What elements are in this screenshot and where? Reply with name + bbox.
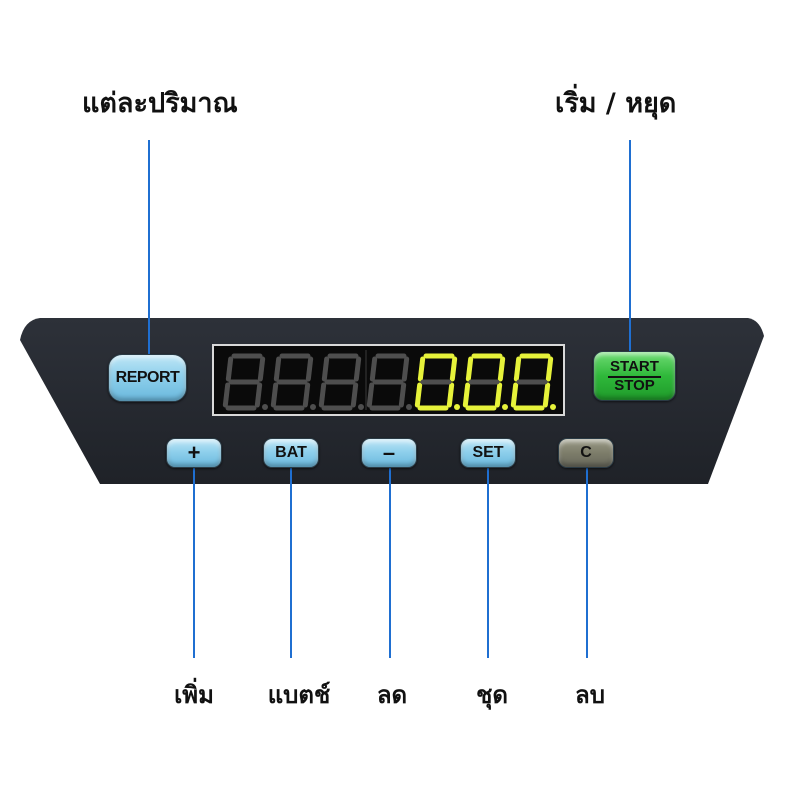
digit-decimal-point bbox=[358, 404, 364, 410]
digit-segment bbox=[494, 382, 503, 408]
digit-decimal-point bbox=[454, 404, 460, 410]
plus-leader-line bbox=[193, 462, 195, 658]
digit-segment bbox=[510, 382, 519, 408]
report-button[interactable]: REPORT bbox=[108, 354, 187, 402]
stop-label: STOP bbox=[614, 376, 655, 394]
display-digit bbox=[318, 353, 364, 411]
set-callout-label: ชุด bbox=[476, 681, 508, 709]
digit-segment bbox=[302, 382, 311, 408]
digit-segment bbox=[446, 382, 455, 408]
digit-segment bbox=[318, 382, 327, 408]
digit-segment bbox=[270, 382, 279, 408]
display-digit bbox=[270, 353, 316, 411]
plus-callout-label: เพิ่ม bbox=[174, 681, 214, 709]
digit-segment bbox=[222, 382, 231, 408]
digit-segment bbox=[398, 382, 407, 408]
digit-segment bbox=[305, 356, 314, 382]
minus-callout-label: ลด bbox=[376, 681, 408, 709]
display-digit bbox=[510, 353, 556, 411]
minus-leader-line bbox=[389, 462, 391, 658]
minus-button[interactable]: – bbox=[361, 438, 417, 468]
start-stop-callout-label: เริ่ม / หยุด bbox=[555, 88, 677, 119]
display-digit bbox=[222, 353, 268, 411]
display-digit bbox=[366, 353, 412, 411]
digit-decimal-point bbox=[310, 404, 316, 410]
digit-segment bbox=[273, 356, 282, 382]
bat-leader-line bbox=[290, 462, 292, 658]
plus-button[interactable]: + bbox=[166, 438, 222, 468]
display-digit bbox=[462, 353, 508, 411]
digit-segment bbox=[254, 382, 263, 408]
digit-segment bbox=[417, 356, 426, 382]
seven-segment-digits bbox=[222, 353, 556, 411]
digit-segment bbox=[497, 356, 506, 382]
digit-segment bbox=[545, 356, 554, 382]
display-digit bbox=[414, 353, 460, 411]
digit-segment bbox=[353, 356, 362, 382]
report-leader-line bbox=[148, 140, 150, 354]
clear-leader-line bbox=[586, 462, 588, 658]
bat-button[interactable]: BAT bbox=[263, 438, 319, 468]
digit-segment bbox=[225, 356, 234, 382]
digit-decimal-point bbox=[502, 404, 508, 410]
digit-segment bbox=[513, 356, 522, 382]
start-label: START bbox=[608, 358, 661, 378]
digit-decimal-point bbox=[550, 404, 556, 410]
digit-segment bbox=[449, 356, 458, 382]
digit-segment bbox=[321, 356, 330, 382]
digit-decimal-point bbox=[406, 404, 412, 410]
digit-segment bbox=[414, 382, 423, 408]
digit-segment bbox=[350, 382, 359, 408]
digit-segment bbox=[366, 382, 375, 408]
start-stop-leader-line bbox=[629, 140, 631, 356]
digit-segment bbox=[462, 382, 471, 408]
clear-button[interactable]: C bbox=[558, 438, 614, 468]
digit-segment bbox=[401, 356, 410, 382]
clear-callout-label: ลบ bbox=[575, 681, 605, 709]
digit-segment bbox=[369, 356, 378, 382]
report-callout-label: แต่ละปริมาณ bbox=[82, 88, 238, 119]
digit-segment bbox=[257, 356, 266, 382]
digit-decimal-point bbox=[262, 404, 268, 410]
start-stop-button[interactable]: START STOP bbox=[593, 351, 676, 401]
set-leader-line bbox=[487, 462, 489, 658]
bat-callout-label: แบตช์ bbox=[267, 681, 331, 709]
set-button[interactable]: SET bbox=[460, 438, 516, 468]
digit-segment bbox=[542, 382, 551, 408]
digit-segment bbox=[465, 356, 474, 382]
